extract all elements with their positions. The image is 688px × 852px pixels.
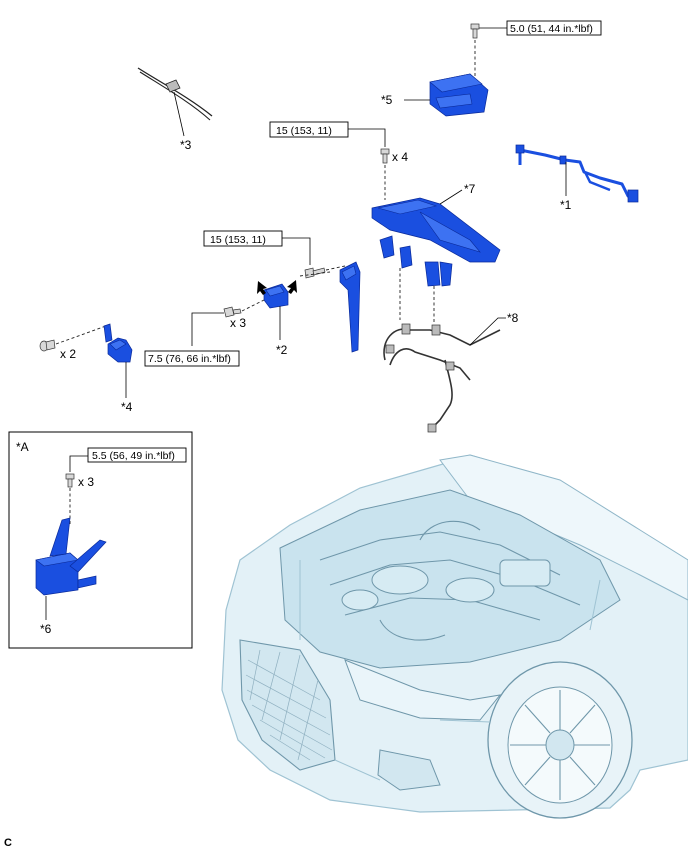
label-part-4: *4: [121, 400, 133, 414]
torque-top: 5.0 (51, 44 in.*lbf): [510, 23, 593, 35]
qty-p4: x 2: [60, 347, 76, 361]
label-part-7: *7: [464, 182, 476, 196]
label-part-6: *6: [40, 622, 52, 636]
label-part-3: *3: [180, 138, 192, 152]
spindle-grille: [239, 639, 336, 771]
part-3-clamp-wire: [137, 67, 213, 121]
bolt-icon: [39, 339, 56, 352]
label-part-2: *2: [276, 343, 288, 357]
part-7-cowl-bracket: [371, 197, 501, 287]
arrow-icon: [257, 280, 297, 295]
engine-detail: [299, 520, 601, 641]
qty-p7: x 4: [392, 150, 408, 164]
fog-lamp: [377, 749, 441, 791]
part-1-wire-harness: [515, 144, 639, 203]
inset-frame: [8, 431, 193, 649]
label-part-8: *8: [507, 311, 519, 325]
torque-box-left: [144, 350, 240, 367]
front-wheel: [487, 661, 633, 819]
qty-p2: x 3: [230, 316, 246, 330]
inset-label: *A: [16, 440, 29, 454]
vehicle-front-illustration: [221, 454, 688, 819]
torque-inset: 5.5 (56, 49 in.*lbf): [92, 450, 175, 462]
torque-p2: 15 (153, 11): [210, 234, 266, 246]
part-2-bracket: [263, 283, 289, 309]
grille-mesh: [245, 649, 333, 761]
engine-bay: [279, 489, 621, 669]
label-part-1: *1: [560, 198, 572, 212]
bolt-icon: [223, 306, 242, 318]
torque-p7: 15 (153, 11): [276, 125, 332, 137]
bolt-icon: [380, 148, 390, 164]
part-8-engine-wire: [383, 323, 501, 433]
headlight: [344, 659, 502, 721]
footer-code: C: [4, 837, 12, 849]
label-part-5: *5: [381, 93, 393, 107]
torque-box-p7: [269, 121, 349, 138]
part-4-bracket: [103, 323, 133, 363]
qty-inset: x 3: [78, 475, 94, 489]
bolt-icon: [65, 473, 75, 488]
part-6-ecu-bracket: [35, 517, 107, 596]
support-stay: [339, 261, 361, 353]
torque-left: 7.5 (76, 66 in.*lbf): [148, 353, 231, 365]
torque-box-p2: [203, 230, 283, 247]
torque-box-inset: [87, 447, 187, 463]
bolt-icon: [470, 23, 480, 39]
part-5-relay-box: [429, 73, 489, 117]
